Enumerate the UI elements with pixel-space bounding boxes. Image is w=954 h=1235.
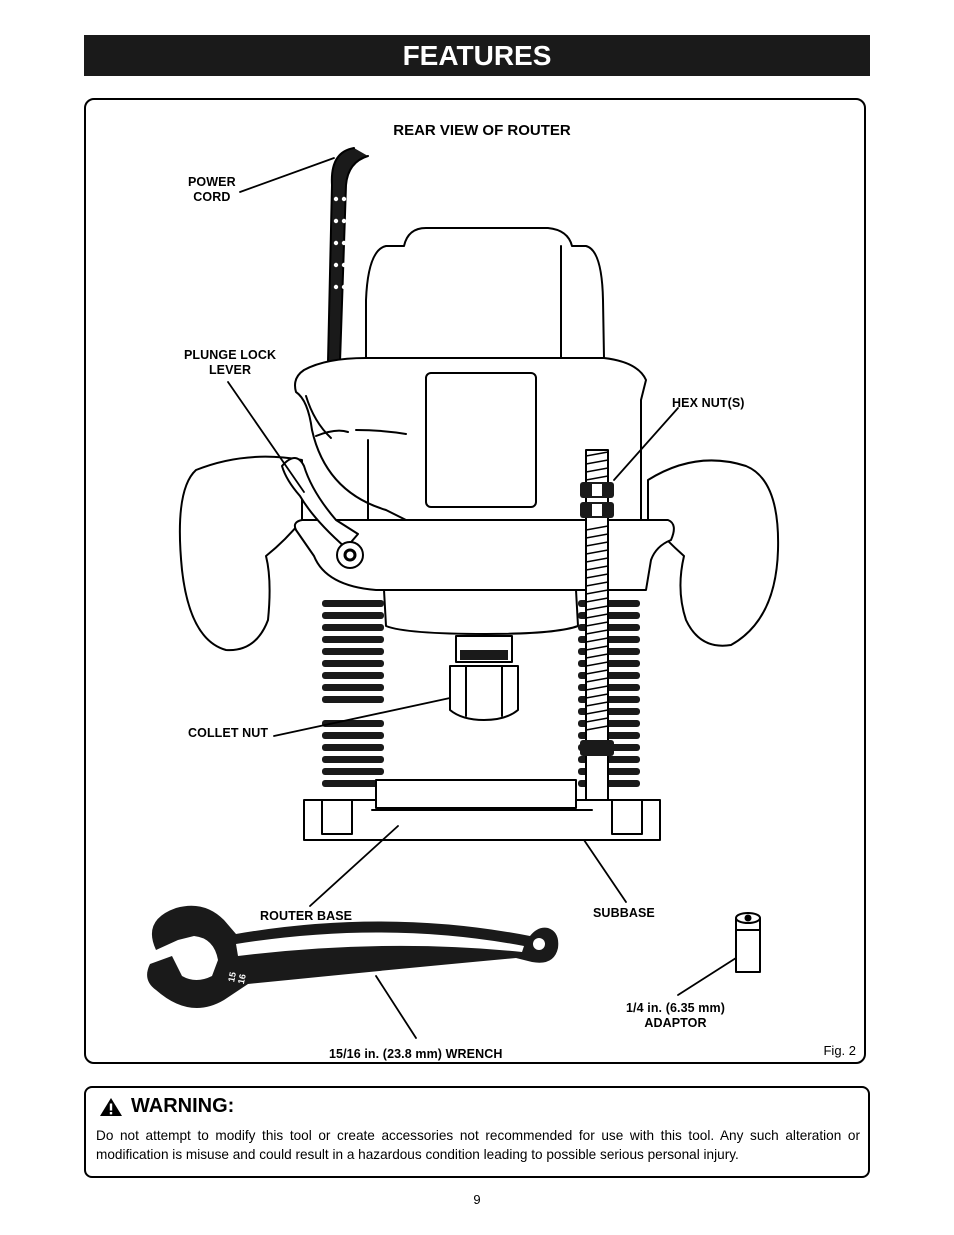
- section-title-bar: FEATURES: [84, 35, 870, 76]
- warning-box: WARNING: Do not attempt to modify this t…: [84, 1086, 870, 1178]
- plunge-lock-lever: [281, 457, 359, 549]
- figure-number: Fig. 2: [823, 1043, 856, 1058]
- warning-heading: WARNING:: [99, 1095, 234, 1118]
- label-router-base: ROUTER BASE: [260, 909, 353, 923]
- warning-text: Do not attempt to modify this tool or cr…: [96, 1128, 860, 1162]
- label-collet-nut: COLLET NUT: [188, 726, 269, 740]
- left-spring: [322, 596, 384, 802]
- collet-nut-drawing: [449, 665, 519, 721]
- adaptor-drawing: [735, 912, 761, 973]
- warning-triangle-icon: [100, 1097, 122, 1116]
- figure-panel: REAR VIEW OF ROUTER POWER CORD PLUNGE LO…: [84, 98, 866, 1064]
- label-plunge-lock-lever: PLUNGE LOCK LEVER: [184, 348, 277, 377]
- wrench-marking-denominator: 16: [235, 973, 248, 985]
- label-hex-nuts: HEX NUT(S): [672, 396, 745, 410]
- section-title: FEATURES: [402, 40, 552, 71]
- rear-window: [425, 372, 537, 508]
- warning-heading-text: WARNING:: [131, 1095, 235, 1117]
- view-title: REAR VIEW OF ROUTER: [393, 122, 571, 139]
- motor-housing: [365, 227, 605, 359]
- power-cord-drawing: [327, 147, 369, 363]
- leader-lines: [227, 157, 737, 1039]
- page-number: 9: [473, 1192, 481, 1207]
- right-handle: [647, 459, 780, 647]
- left-handle: [178, 455, 303, 652]
- label-power-cord: POWER CORD: [188, 175, 236, 204]
- router-rear-view-drawing: [147, 147, 780, 1039]
- label-subbase: SUBBASE: [593, 906, 655, 920]
- label-adaptor: 1/4 in. (6.35 mm) ADAPTOR: [626, 1001, 725, 1030]
- wrench-drawing: [147, 905, 559, 1008]
- cord-dots: [333, 196, 347, 290]
- label-wrench: 15/16 in. (23.8 mm) WRENCH: [329, 1047, 503, 1061]
